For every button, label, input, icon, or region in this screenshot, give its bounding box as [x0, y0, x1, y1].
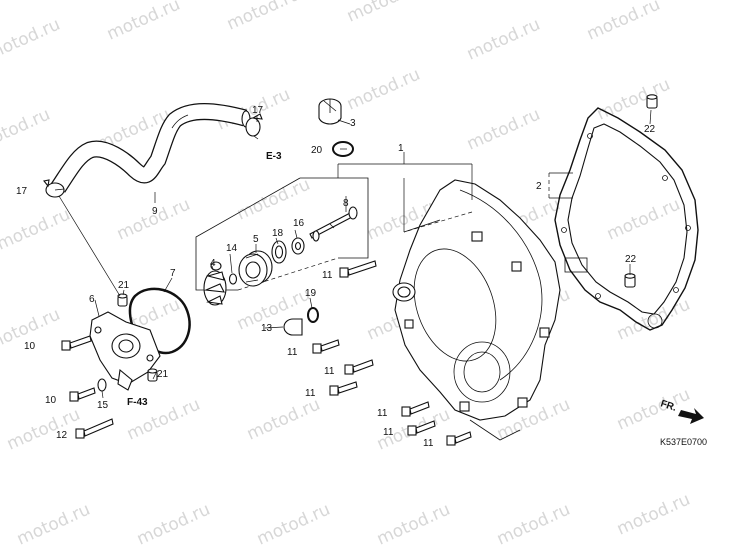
callout-11: 11: [322, 270, 333, 281]
water-pump-shaft: [309, 206, 358, 242]
watermark-text: motod.ru: [464, 105, 543, 155]
callout-11: 11: [287, 347, 298, 358]
callout-11: 11: [377, 408, 388, 419]
reference-f43: F-43: [127, 397, 148, 408]
callout-13: 13: [261, 323, 273, 334]
watermark-text: motod.ru: [0, 105, 53, 155]
dowel-pin: [117, 293, 128, 307]
callout-11: 11: [324, 366, 335, 377]
callout-14: 14: [226, 243, 238, 254]
flange-bolt: [69, 387, 96, 402]
callout-11: 11: [423, 438, 434, 449]
reference-labels: E-3 F-43: [127, 151, 282, 408]
cover-bolt: [344, 359, 374, 375]
watermark-text: motod.ru: [614, 295, 693, 345]
callout-22-lower: 22: [625, 254, 637, 265]
shaft-washer: [291, 237, 305, 255]
watermark-text: motod.ru: [594, 75, 673, 125]
arrow-icon: [678, 408, 704, 424]
dowel-pin: [147, 368, 158, 382]
cover-bolt: [312, 339, 340, 354]
watermark-text: motod.ru: [224, 0, 303, 35]
leader-lines: [54, 109, 652, 399]
callout-21-lower: 21: [157, 369, 169, 380]
watermark-text: motod.ru: [464, 15, 543, 65]
callout-20: 20: [311, 145, 323, 156]
cover-bolt: [339, 260, 377, 278]
callout-labels: 1 2 3 4 5 6 7 8 9 10 10 11 11 11 11 11 1…: [16, 105, 656, 449]
callout-22-upper: 22: [644, 124, 656, 135]
callout-4: 4: [210, 258, 216, 269]
callout-16: 16: [293, 218, 305, 229]
callout-18: 18: [272, 228, 284, 239]
callout-1: 1: [398, 143, 404, 154]
watermark-text: motod.ru: [604, 195, 683, 245]
watermark-text: motod.ru: [494, 500, 573, 550]
impeller-washer: [228, 273, 238, 285]
direction-label: FR.: [659, 398, 678, 414]
cap-o-ring: [332, 141, 354, 157]
watermark-text: motod.ru: [134, 500, 213, 550]
watermark-text: motod.ru: [4, 405, 83, 455]
callout-17-lower: 17: [16, 186, 28, 197]
watermark-text: motod.ru: [614, 490, 693, 540]
callout-12: 12: [56, 430, 68, 441]
diagram-code: K537E0700: [660, 437, 707, 447]
watermark-text: motod.ru: [584, 0, 663, 45]
callout-5: 5: [253, 234, 259, 245]
callout-11: 11: [305, 388, 316, 399]
watermark-text: motod.ru: [104, 0, 183, 45]
sealing-washer: [97, 378, 107, 392]
drain-plug: [283, 318, 303, 336]
watermark-text: motod.ru: [0, 15, 63, 65]
callout-21-upper: 21: [118, 280, 130, 291]
callout-3: 3: [350, 118, 356, 129]
watermark-text: motod.ru: [114, 195, 193, 245]
watermark-text: motod.ru: [244, 395, 323, 445]
cover-bolt: [329, 381, 358, 396]
reference-e3: E-3: [266, 151, 282, 162]
gasket-dowel-pin: [624, 273, 636, 288]
crankcase-cover-gasket: [554, 107, 699, 331]
watermark-text: motod.ru: [14, 500, 93, 550]
cover-bolt: [407, 420, 436, 436]
cover-bolt: [401, 401, 430, 417]
cover-bolt: [446, 431, 472, 446]
callout-8: 8: [343, 198, 349, 209]
callout-17-upper: 17: [252, 105, 264, 116]
watermark-text: motod.ru: [344, 0, 423, 27]
flange-bolt: [61, 335, 92, 351]
watermark-text: motod.ru: [374, 500, 453, 550]
watermark-text: motod.ru: [254, 500, 333, 550]
callout-9: 9: [152, 206, 158, 217]
front-direction-indicator: FR.: [659, 398, 704, 424]
callout-15: 15: [97, 400, 109, 411]
plug-washer: [307, 307, 319, 323]
callout-10-lower: 10: [45, 395, 57, 406]
callout-10-upper: 10: [24, 341, 36, 352]
long-flange-bolt: [75, 418, 114, 439]
water-pump-cover: [89, 311, 161, 391]
oil-filler-cap: [318, 98, 342, 125]
callout-6: 6: [89, 294, 95, 305]
right-crankcase-cover: [392, 179, 561, 441]
mechanical-seal: [238, 250, 273, 287]
watermark-text: motod.ru: [0, 205, 73, 255]
oil-seal: [271, 240, 287, 264]
water-pump-impeller: [203, 261, 227, 306]
gasket-dowel-pin: [646, 94, 658, 109]
hose-clamp-upper: [245, 113, 263, 137]
callout-2: 2: [536, 181, 542, 192]
watermark-text: motod.ru: [614, 385, 693, 435]
watermark-text: motod.ru: [344, 65, 423, 115]
callout-7: 7: [170, 268, 176, 279]
callout-11: 11: [383, 427, 394, 438]
callout-19: 19: [305, 288, 317, 299]
